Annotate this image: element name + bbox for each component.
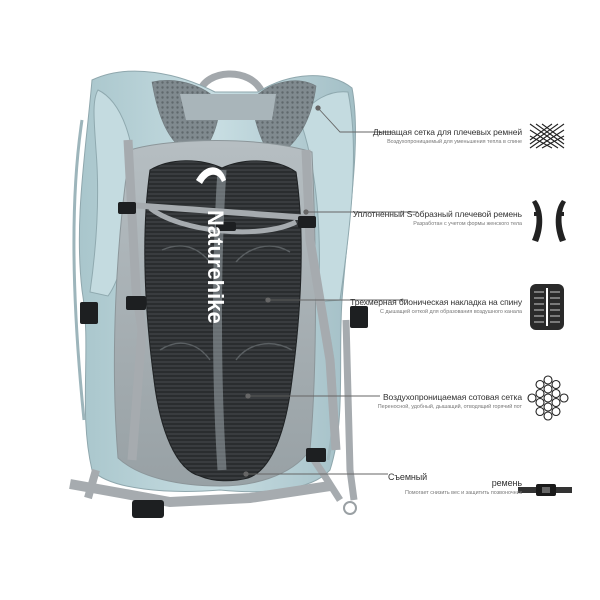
removable-label: Съемный <box>388 472 428 482</box>
feature-title: Трехмерная бионическая накладка на спину <box>350 297 522 307</box>
sternum-buckle <box>216 222 236 231</box>
removable-callout: Съемный <box>388 472 427 483</box>
sternum-strap <box>129 202 311 221</box>
belt-callout: ремень Помогает снизить вес и защитить п… <box>405 478 522 497</box>
feature-callout-honeycomb: Воздухопроницаемая сотовая сетка Перенос… <box>378 392 522 411</box>
belt-desc: Помогает снизить вес и защитить позвоноч… <box>405 490 522 496</box>
feature-callout-back-pad: Трехмерная бионическая накладка на спину… <box>350 297 522 316</box>
feature-title: Воздухопроницаемая сотовая сетка <box>382 392 522 402</box>
brand-logo: Naturehike <box>203 210 228 324</box>
feature-desc: Переносной, удобный, дышащий, отводящий … <box>377 404 522 410</box>
hip-belt <box>69 479 331 508</box>
feature-callout-s-strap: Уплотненный S-образный плечевой ремень Р… <box>353 209 522 228</box>
feature-desc: Разработан с учетом формы женского тела <box>413 221 522 227</box>
feature-desc: Воздухопроницаемый для уменьшения тепла … <box>387 139 522 145</box>
back-pad-icon <box>530 284 564 330</box>
hip-buckle <box>132 500 164 518</box>
mesh-grid-icon <box>529 123 565 149</box>
belt-title: ремень <box>491 478 522 488</box>
back-mesh-pad <box>144 160 302 482</box>
shoulder-strap-icon <box>532 200 566 242</box>
honeycomb-mesh-icon <box>527 375 569 421</box>
belt-buckle-icon <box>518 484 572 496</box>
feature-title: Уплотненный S-образный плечевой ремень <box>352 209 522 219</box>
feature-callout-shoulder-mesh: Дышащая сетка для плечевых ремней Воздух… <box>373 127 522 146</box>
feature-desc: С дышащей сеткой для образования воздушн… <box>379 309 522 315</box>
feature-title: Дышащая сетка для плечевых ремней <box>372 127 522 137</box>
